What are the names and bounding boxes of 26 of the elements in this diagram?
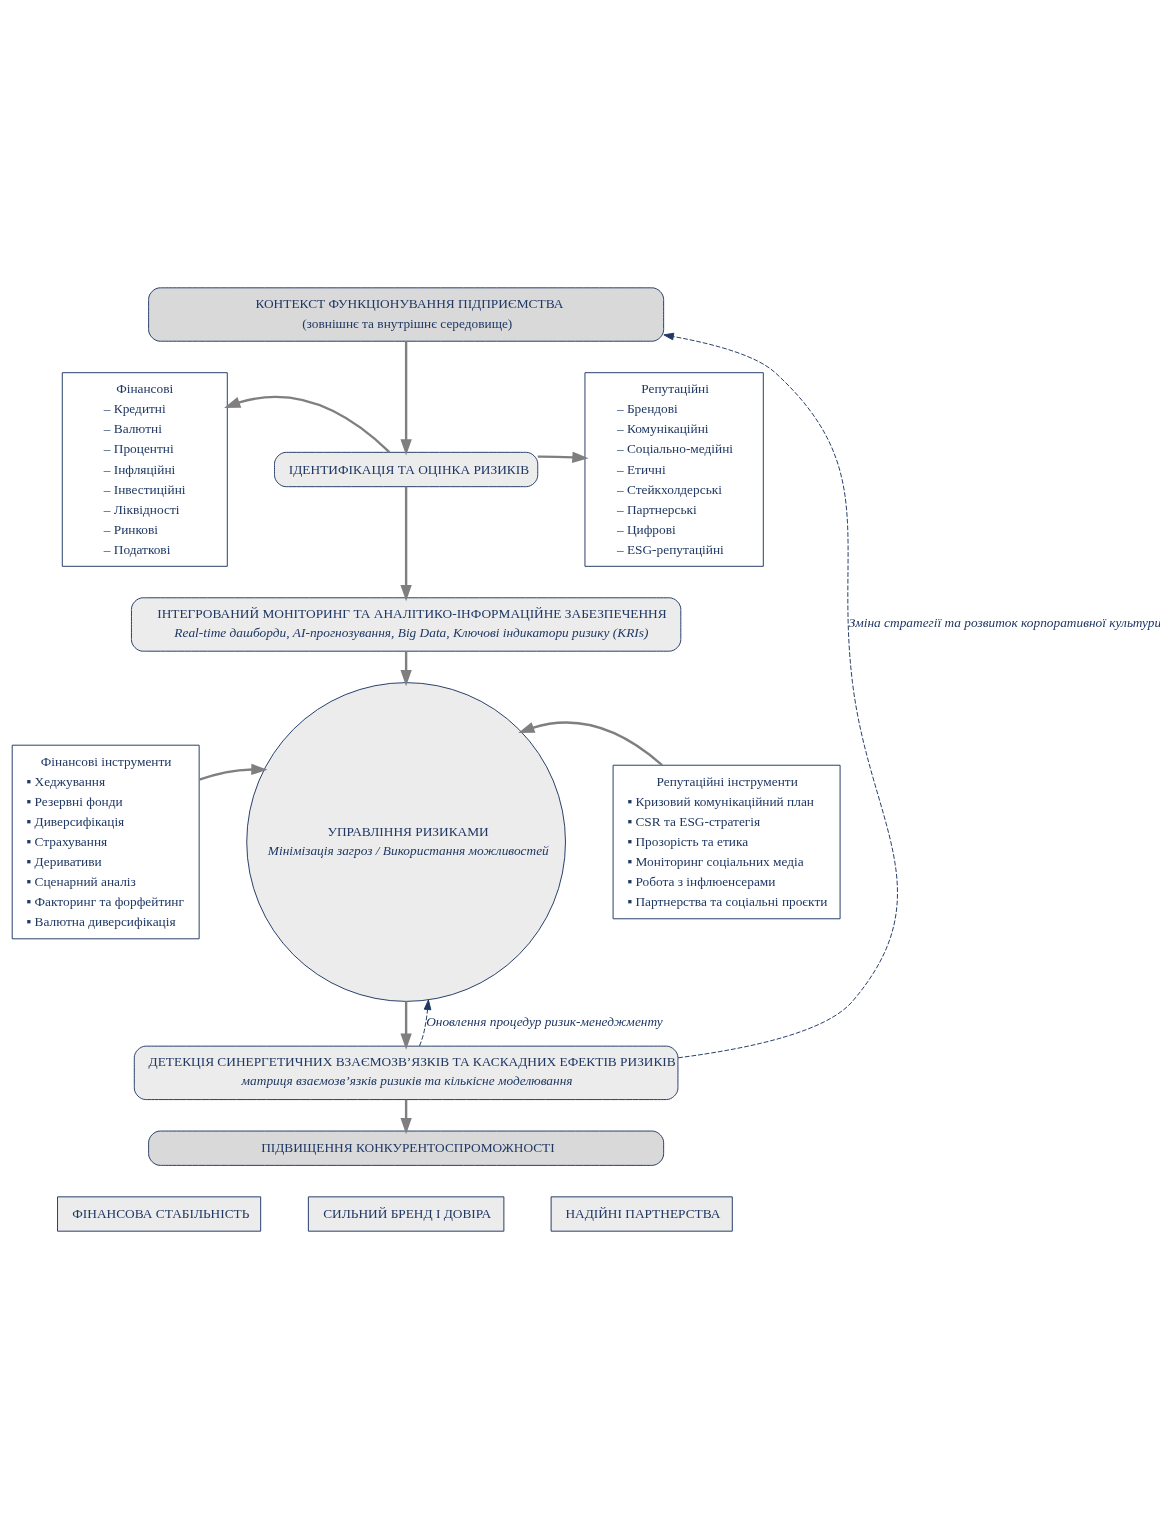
node-box: ДЕТЕКЦІЯ СИНЕРГЕТИЧНИХ ВЗАЄМОЗВ’ЯЗКІВ ТА КАСКАДНИХ ЕФЕКТІВ РИЗИКІВ матриця взаємозв’язків ризиків та кількісне моделювання (133, 1045, 679, 1101)
arrow (419, 999, 432, 1047)
arrow (400, 651, 412, 687)
arrow (224, 395, 391, 453)
arrow (537, 451, 589, 464)
node-box: Репутаційні – Брендові – Комунікаційні – Соціально-медійні – Етичні – Стейкхолдерські – Партнерські – Цифрові – ESG-репутаційні (584, 372, 764, 567)
arrow (400, 341, 412, 456)
node-circle: УПРАВЛІННЯ РИЗИКАМИ Мінімізація загроз / Використання можливостей (246, 682, 566, 1002)
edge-label: Зміна стратегії та розвиток корпоративної культури (848, 615, 1162, 631)
arrow (400, 1099, 412, 1135)
node-box: ПІДВИЩЕННЯ КОНКУРЕНТОСПРОМОЖНОСТІ (148, 1130, 665, 1166)
node-box: Фінансові інструменти ▪ Хеджування ▪ Резервні фонди ▪ Диверсифікація ▪ Страхування ▪ Деривативи ▪ Сценарний аналіз ▪ Факторинг та форфейтинг ▪ Валютна диверсифікація (11, 744, 200, 940)
node-box: Репутаційні інструменти ▪ Кризовий комунікаційний план ▪ CSR та ESG-стратегія ▪ Прозорість та етика ▪ Моніторинг соціальних медіа ▪ Робота з інфлюенсерами ▪ Партнерства та соціальні проєкти (612, 764, 841, 920)
arrow (400, 486, 412, 602)
node-box: СИЛЬНИЙ БРЕНД І ДОВІРА (307, 1196, 505, 1232)
arrow (400, 1001, 412, 1050)
arrow (518, 721, 663, 767)
arrow (198, 763, 268, 781)
node-box: ІДЕНТИФІКАЦІЯ ТА ОЦІНКА РИЗИКІВ (274, 451, 539, 488)
arrow (663, 332, 898, 1059)
node-box: ІНТЕГРОВАНИЙ МОНІТОРИНГ ТА АНАЛІТИКО-ІНФОРМАЦІЙНЕ ЗАБЕЗПЕЧЕННЯ Real-time дашборди, AI-прогнозування, Big Data, Ключові індикатори ризику (KRIs) (130, 597, 682, 652)
node-box: НАДІЙНІ ПАРТНЕРСТВА (550, 1196, 733, 1232)
node-box: КОНТЕКСТ ФУНКЦІОНУВАННЯ ПІДПРИЄМСТВА (зовнішнє та внутрішнє середовище) (148, 287, 665, 342)
node-box: ФІНАНСОВА СТАБІЛЬНІСТЬ (57, 1196, 262, 1232)
node-box: Фінансові – Кредитні – Валютні – Процентні – Інфляційні – Інвестиційні – Ліквідності – Ринкові – Податкові (61, 372, 228, 567)
edge-label: Оновлення процедур ризик-менеджменту (426, 1014, 663, 1030)
